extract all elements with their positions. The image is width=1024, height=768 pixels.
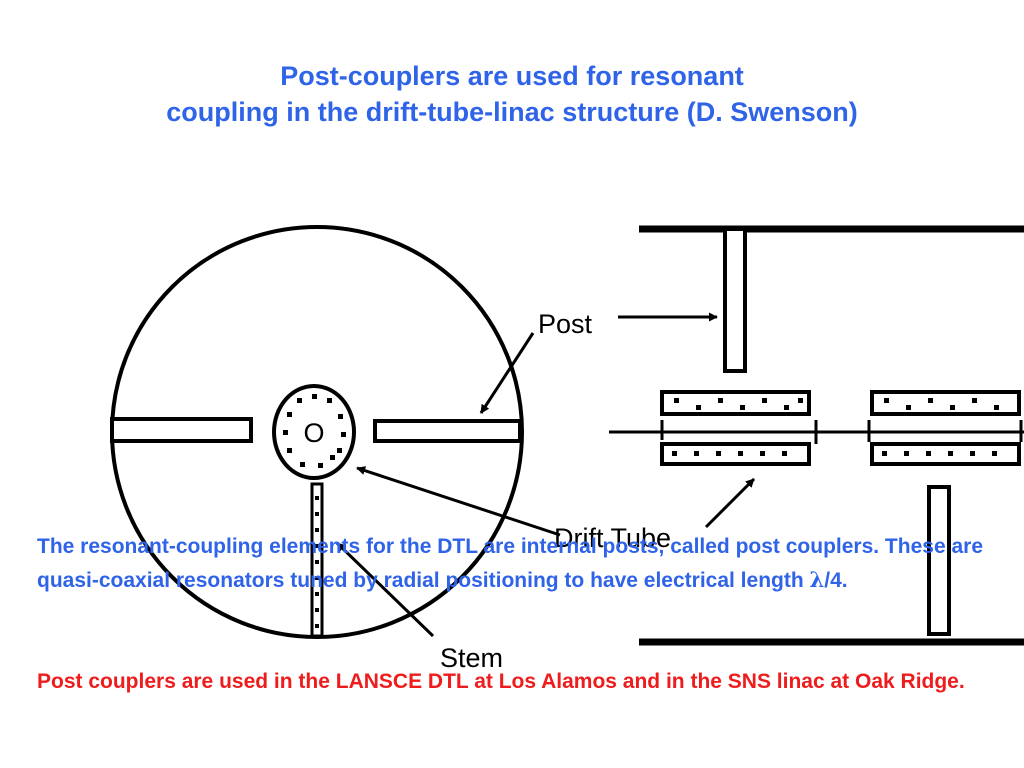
drift-tube-left-upper: [660, 390, 811, 416]
label-post: Post: [538, 309, 593, 339]
longitudinal-view: [609, 225, 1024, 646]
drift-tube-right-upper: [870, 390, 1021, 416]
post-coupler-top: [723, 227, 747, 373]
lambda-symbol: λ: [809, 567, 825, 592]
cross-section-view: O: [110, 225, 524, 639]
description-tail: /4.: [824, 569, 848, 592]
label-drift-tube: Drift Tube: [554, 523, 671, 553]
description-main: The resonant-coupling elements for the D…: [37, 535, 983, 592]
slide-title: Post-couplers are used for resonant coup…: [0, 58, 1024, 130]
drift-tube-cross-section-dots: [283, 394, 346, 468]
drift-tube-right: [867, 390, 1023, 466]
title-line-2: coupling in the drift-tube-linac structu…: [166, 97, 858, 127]
label-stem: Stem: [440, 643, 503, 673]
diagram-annotations: Post Drift Tube Stem: [335, 309, 756, 673]
stem-lower: [927, 485, 951, 636]
title-line-1: Post-couplers are used for resonant: [280, 61, 744, 91]
arrow-drift-tube-to-cross-section: [356, 466, 561, 537]
post-coupler-left: [110, 417, 253, 443]
drift-tube-left: [660, 390, 818, 466]
description-paragraph: The resonant-coupling elements for the D…: [37, 530, 997, 597]
stem-bar-dots: [315, 496, 319, 628]
arrow-post-to-cross-section-post: [479, 332, 535, 414]
arrow-drift-tube-to-longitudinal: [704, 477, 756, 529]
note-paragraph: Post couplers are used in the LANSCE DTL…: [37, 670, 965, 693]
drift-tube-left-lower: [660, 442, 811, 466]
drift-tube-right-lower: [870, 442, 1021, 466]
arrow-stem: [335, 541, 435, 638]
post-coupler-right: [373, 419, 522, 443]
beam-axis-symbol: O: [303, 418, 324, 448]
